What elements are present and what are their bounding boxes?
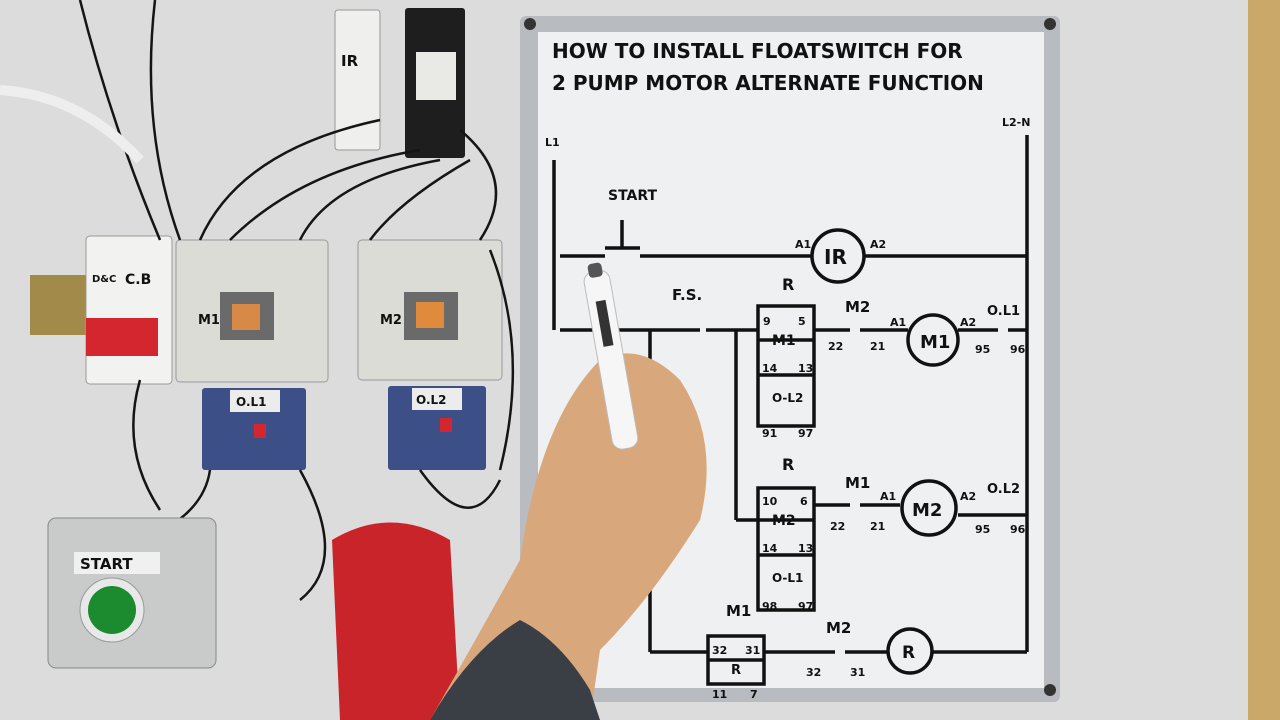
breaker-toggle[interactable]: [86, 318, 158, 356]
m1-interlock-label: M1: [845, 474, 870, 492]
interval-relay: IR: [334, 9, 381, 151]
terminal-5: 5: [798, 315, 806, 328]
ir-a2-label: A2: [870, 238, 886, 251]
board-title-line1: HOW TO INSTALL FLOATSWITCH FOR: [552, 39, 963, 63]
white-cable: [0, 85, 144, 164]
r-contact-label-1: R: [782, 275, 794, 294]
ol1-block-label: O-L1: [772, 571, 803, 585]
terminal-9: 9: [763, 315, 771, 328]
terminal-6: 6: [800, 495, 808, 508]
start-switch-label: START: [608, 188, 658, 204]
m1-a2-label: A2: [960, 316, 976, 329]
contactor-m2: M2: [357, 239, 503, 381]
terminal-91: 91: [762, 427, 777, 440]
contactor1-label: M1: [198, 313, 220, 328]
m2-a1-label: A1: [880, 490, 896, 503]
terminal-31a: 31: [745, 644, 760, 657]
ir-a1-label: A1: [795, 238, 811, 251]
marker-pen: [583, 262, 639, 450]
terminal-22b: 22: [830, 520, 845, 533]
din-rail: [30, 275, 90, 335]
circuit-breaker: D&C C.B: [85, 235, 173, 385]
m2-coil-symbol: [900, 479, 958, 537]
ol2-block-label: O-L2: [772, 391, 803, 405]
m2-coil-label: M2: [912, 500, 942, 521]
terminal-96a: 96: [1010, 343, 1026, 356]
ir-coil-label: IR: [824, 245, 847, 269]
terminal-14b: 14: [762, 542, 778, 555]
contactor-m1: M1: [175, 239, 329, 383]
terminal-95a: 95: [975, 343, 990, 356]
wood-trim: [1248, 0, 1280, 720]
m2-interlock-label: M2: [845, 298, 870, 316]
overload2-label: O.L2: [416, 393, 447, 407]
terminal-7: 7: [750, 688, 758, 701]
rail-right-label: L2-N: [1002, 116, 1030, 129]
terminal-32b: 32: [806, 666, 821, 679]
terminal-22a: 22: [828, 340, 843, 353]
m2-a2-label: A2: [960, 490, 976, 503]
board-title-line2: 2 PUMP MOTOR ALTERNATE FUNCTION: [552, 71, 984, 95]
bottom-m2-label: M2: [826, 619, 851, 637]
terminal-21a: 21: [870, 340, 885, 353]
breaker-brand: D&C: [92, 274, 116, 285]
board-corner-screw: [1044, 684, 1056, 696]
terminal-97: 97: [798, 427, 813, 440]
relay-socket: [405, 8, 465, 158]
terminal-14: 14: [762, 362, 778, 375]
ol1-label: O.L1: [987, 304, 1020, 319]
breaker-label: C.B: [125, 272, 151, 288]
board-corner-screw: [524, 18, 536, 30]
start-push-button[interactable]: [88, 586, 136, 634]
presenter-hand: [430, 262, 707, 720]
overload1-label: O.L1: [236, 395, 267, 409]
r-contact-label-2: R: [782, 455, 794, 474]
float-switch-label: F.S.: [672, 286, 702, 304]
terminal-21b: 21: [870, 520, 885, 533]
terminal-13b: 13: [798, 542, 813, 555]
start-button-label: START: [80, 555, 133, 573]
relay-label: IR: [341, 52, 359, 70]
r-block-label: R: [731, 663, 741, 678]
sleeve: [430, 620, 600, 720]
overload-relay-1: O.L1: [202, 388, 306, 470]
overload-relay-2: O.L2: [388, 386, 486, 470]
m1-coil-symbol: [906, 313, 960, 367]
m2-block-label: M2: [772, 513, 796, 529]
terminal-13: 13: [798, 362, 813, 375]
rail-left-label: L1: [545, 136, 560, 149]
r-coil-label: R: [902, 643, 915, 663]
start-button-box: START: [47, 517, 217, 669]
m1-coil-label: M1: [920, 332, 950, 353]
bottom-m1-label: M1: [726, 602, 751, 620]
terminal-95b: 95: [975, 523, 990, 536]
board-corner-screw: [1044, 18, 1056, 30]
ol2-label: O.L2: [987, 482, 1020, 497]
control-panel: D&C C.B IR M1 M2 O.L: [0, 0, 515, 720]
m1-block-label: M1: [772, 333, 796, 349]
contactor2-label: M2: [380, 313, 402, 328]
terminal-31b: 31: [850, 666, 865, 679]
terminal-96b: 96: [1010, 523, 1026, 536]
terminal-11: 11: [712, 688, 727, 701]
terminal-98: 98: [762, 600, 777, 613]
float-switch: [332, 522, 460, 720]
r-coil-symbol: [886, 627, 934, 675]
terminal-10: 10: [762, 495, 778, 508]
overload2-reset-button[interactable]: [440, 418, 452, 432]
terminal-32a: 32: [712, 644, 727, 657]
overload1-reset-button[interactable]: [254, 424, 266, 438]
ir-coil-symbol: [810, 228, 866, 284]
m1-a1-label: A1: [890, 316, 906, 329]
terminal-97b: 97: [798, 600, 813, 613]
